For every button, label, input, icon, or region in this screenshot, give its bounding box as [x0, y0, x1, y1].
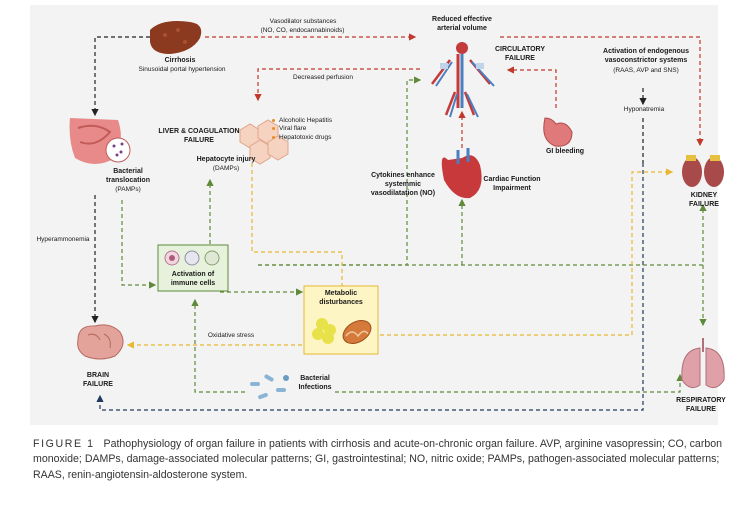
arrow-kidney-to-brain	[96, 163, 644, 411]
reduced-volume-line2: arterial volume	[437, 25, 487, 32]
respiratory-failure-line2: FAILURE	[686, 406, 716, 413]
cirrhosis-title: Cirrhosis	[164, 57, 196, 64]
cytokines-line1: Cytokines enhance	[371, 172, 435, 179]
activation-vaso-line3: (RAAS, AVP and SNS)	[613, 67, 679, 74]
bullet-icon	[272, 135, 275, 139]
kidney-illustration	[682, 155, 724, 187]
liver-cause-item: Hepatotoxic drugs	[272, 134, 332, 142]
figure-label: FIGURE 1	[33, 438, 95, 450]
immune-line2: immune cells	[170, 280, 216, 287]
kidney-failure-line1: KIDNEY	[690, 192, 718, 199]
circulatory-illustration	[431, 42, 495, 118]
bacteria-illustration	[250, 374, 289, 400]
activation-vaso-line1: Activation of endogenous	[603, 48, 689, 55]
liver-cause-text: Alcoholic Hepatitis	[279, 117, 333, 124]
cirrhosis-subtitle: Sinusoidal portal hypertension	[138, 66, 226, 73]
liver-failure-line2: FAILURE	[184, 137, 214, 144]
liver-cause-item: Viral flare	[272, 125, 332, 133]
circulatory-line1: CIRCULATORY	[494, 46, 546, 53]
liver-cause-text: Viral flare	[279, 125, 307, 133]
vasodilator-line1: Vasodilator substances	[269, 18, 337, 25]
circulatory-line2: FAILURE	[505, 55, 535, 62]
liver-illustration	[150, 21, 202, 54]
hepatocyte-line1: Hepatocyte injury	[196, 156, 256, 163]
liver-cause-item: Alcoholic Hepatitis	[272, 117, 332, 125]
bacterial-translocation-line3: (PAMPs)	[115, 186, 141, 193]
brain-illustration	[77, 324, 124, 360]
immune-line1: Activation of	[171, 271, 215, 278]
diagram-panel	[30, 5, 718, 425]
lungs-illustration	[681, 338, 725, 389]
liver-causes-list: Alcoholic Hepatitis Viral flare Hepatoto…	[272, 117, 332, 142]
arrow-cirrhosis-to-gut	[91, 36, 150, 117]
gi-bleeding-label: GI bleeding	[545, 148, 585, 155]
bacterial-translocation-line1: Bacterial	[113, 168, 143, 175]
respiratory-failure-line1: RESPIRATORY	[676, 397, 726, 404]
metabolic-line1: Metabolic	[324, 290, 358, 297]
cytokines-line2: systemmic	[384, 181, 422, 188]
arrow-gi-to-circulatory	[506, 66, 557, 108]
bacterial-infections-line2: Infections	[298, 384, 332, 391]
arrow-immune-to-cytokines	[258, 76, 422, 266]
arrow-decreased-perfusion	[254, 68, 420, 102]
bacterial-infections-line1: Bacterial	[300, 375, 330, 382]
reduced-volume-line1: Reduced effective	[432, 16, 492, 23]
arrow-metabolic-to-liver	[248, 140, 343, 287]
metabolic-illustration	[312, 318, 372, 344]
bullet-icon	[272, 127, 275, 131]
brain-failure-line1: BRAIN	[86, 372, 110, 379]
arrow-infections-to-immune	[191, 298, 245, 393]
heart-illustration	[441, 148, 482, 199]
metabolic-line2: disturbances	[319, 299, 363, 306]
arrow-circulatory-to-kidney	[500, 36, 704, 147]
arrow-metabolic-to-kidney	[380, 168, 674, 336]
stomach-illustration	[543, 117, 573, 147]
activation-vaso-line2: vasoconstrictor systems	[604, 57, 688, 64]
figure-caption-text: Pathophysiology of organ failure in pati…	[33, 438, 723, 481]
cardiac-line2: Impairment	[493, 185, 531, 192]
cytokines-line3: vasodilatation (NO)	[370, 190, 436, 197]
bacterial-translocation-line2: translocation	[106, 177, 150, 184]
brain-failure-line2: FAILURE	[83, 381, 113, 388]
liver-failure-line1: LIVER & COAGULATION	[158, 128, 240, 135]
gut-illustration	[69, 118, 131, 164]
vasodilator-line2: (NO, CO, endocannabinoids)	[260, 27, 345, 34]
arrow-gut-to-immune	[121, 200, 157, 289]
hepatocyte-line2: (DAMPs)	[212, 165, 240, 172]
hyperammonemia-label: Hyperammonemia	[36, 236, 90, 243]
hyponatremia-label: Hyponatremia	[623, 106, 665, 113]
arrow-infections-to-respiratory	[335, 373, 684, 393]
liver-cause-text: Hepatotoxic drugs	[279, 133, 332, 141]
immune-cells-illustration	[164, 250, 220, 266]
decreased-perfusion-label: Decreased perfusion	[293, 74, 353, 81]
kidney-failure-line2: FAILURE	[689, 201, 719, 208]
bullet-icon	[272, 118, 275, 122]
cardiac-line1: Cardiac Function	[483, 176, 541, 183]
oxidative-stress-label: Oxidative stress	[207, 332, 255, 339]
figure-caption: FIGURE 1 Pathophysiology of organ failur…	[33, 437, 723, 483]
metabolic-box	[303, 285, 379, 355]
